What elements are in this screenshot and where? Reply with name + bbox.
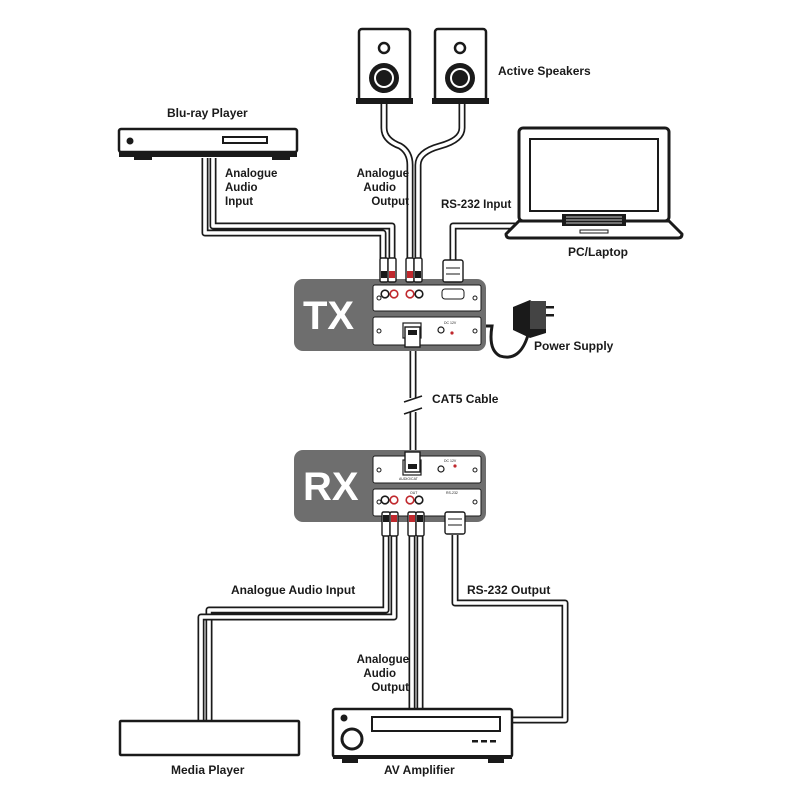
active-speakers-icon <box>356 27 489 104</box>
tx-rca-plugs <box>379 257 464 283</box>
rx-audio-cat-label: AUDIO/CAT <box>399 477 419 481</box>
bluray-player-icon <box>117 127 299 160</box>
bluray-player-label: Blu-ray Player <box>167 106 248 120</box>
svg-text:Output: Output <box>371 196 409 208</box>
cable-rx-to-amplifier <box>408 535 424 709</box>
tx-unit: TX DC 12V <box>294 257 486 351</box>
av-amplifier-label: AV Amplifier <box>384 763 455 777</box>
rx-rca-plugs <box>381 511 466 537</box>
svg-text:Analogue: Analogue <box>357 168 409 180</box>
svg-text:Output: Output <box>371 682 409 694</box>
tx-dc-label: DC 12V <box>444 321 457 325</box>
svg-text:Input: Input <box>225 196 253 208</box>
tx-unit-label: TX <box>303 294 354 338</box>
analogue-audio-input-label: Analogue Audio Input <box>231 583 355 597</box>
svg-text:Analogue: Analogue <box>357 654 409 666</box>
rx-unit-label: RX <box>303 465 359 509</box>
rx-rs232-label: RS-232 <box>446 491 458 495</box>
rx-unit: RX AUDIO/CAT DC 12V OUT RS-232 <box>294 450 486 537</box>
cable-rx-to-media-player <box>197 535 398 720</box>
cable-cat5 <box>403 345 423 456</box>
cable-rx-rs232-to-amplifier <box>451 535 569 724</box>
svg-text:Analogue: Analogue <box>225 168 277 180</box>
rs232-output-label: RS-232 Output <box>467 583 550 597</box>
cable-laptop-to-tx <box>449 222 525 262</box>
cat5-cable-label: CAT5 Cable <box>432 392 499 406</box>
laptop-icon <box>504 126 684 240</box>
rx-analogue-output-label: Analogue Audio Output <box>357 654 410 694</box>
cable-power-to-tx <box>441 324 530 359</box>
power-adapter-icon <box>513 300 554 338</box>
labels: Active Speakers Blu-ray Player Analogue … <box>167 64 628 777</box>
tx-analogue-output-label: Analogue Audio Output <box>357 168 410 208</box>
tx-analogue-input-label: Analogue Audio Input <box>225 168 277 208</box>
pc-laptop-label: PC/Laptop <box>568 245 628 259</box>
svg-text:Audio: Audio <box>225 182 258 194</box>
power-supply-label: Power Supply <box>534 339 614 353</box>
cables <box>197 104 569 724</box>
av-amplifier-icon <box>331 707 514 763</box>
cable-speakers-to-tx <box>380 104 466 262</box>
media-player-label: Media Player <box>171 763 245 777</box>
rx-out-label: OUT <box>410 491 418 495</box>
rx-dc-label: DC 12V <box>444 459 457 463</box>
svg-text:Audio: Audio <box>363 182 396 194</box>
media-player-icon <box>118 719 301 757</box>
rs232-input-label: RS-232 Input <box>441 199 511 211</box>
svg-text:Audio: Audio <box>363 668 396 680</box>
cable-bluray-to-tx <box>201 158 396 262</box>
active-speakers-label: Active Speakers <box>498 64 591 78</box>
